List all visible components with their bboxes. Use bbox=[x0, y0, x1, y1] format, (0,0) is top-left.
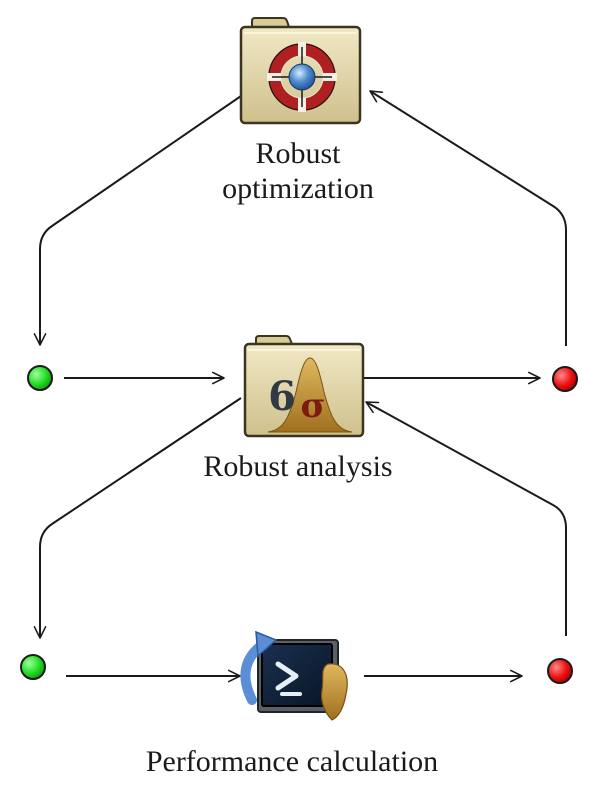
six-sigma-folder-icon[interactable]: 6 σ bbox=[243, 335, 365, 438]
edge-optimization-to-analysis-input bbox=[33, 95, 242, 346]
analysis-input-port[interactable] bbox=[27, 365, 53, 391]
performance-output-port[interactable] bbox=[547, 658, 573, 684]
performance-input-port[interactable] bbox=[20, 654, 46, 680]
svg-text:6: 6 bbox=[268, 373, 296, 420]
edge-analysis-to-performance-input bbox=[33, 397, 242, 639]
edges bbox=[33, 90, 567, 683]
edge-analysis-output-to-optimization bbox=[369, 90, 567, 346]
svg-text:σ: σ bbox=[300, 386, 325, 426]
node-label-robust-analysis: Robust analysis bbox=[203, 450, 392, 483]
target-folder-icon[interactable] bbox=[239, 17, 362, 125]
command-script-icon[interactable] bbox=[240, 630, 348, 721]
edge-performance-output-to-analysis bbox=[365, 401, 567, 636]
ports bbox=[20, 365, 578, 684]
node-label-robust-optimization-line1: Robust bbox=[255, 137, 341, 170]
analysis-output-port[interactable] bbox=[552, 366, 578, 392]
node-label-robust-optimization-line2: optimization bbox=[222, 172, 374, 205]
node-label-performance-calculation: Performance calculation bbox=[146, 745, 438, 778]
